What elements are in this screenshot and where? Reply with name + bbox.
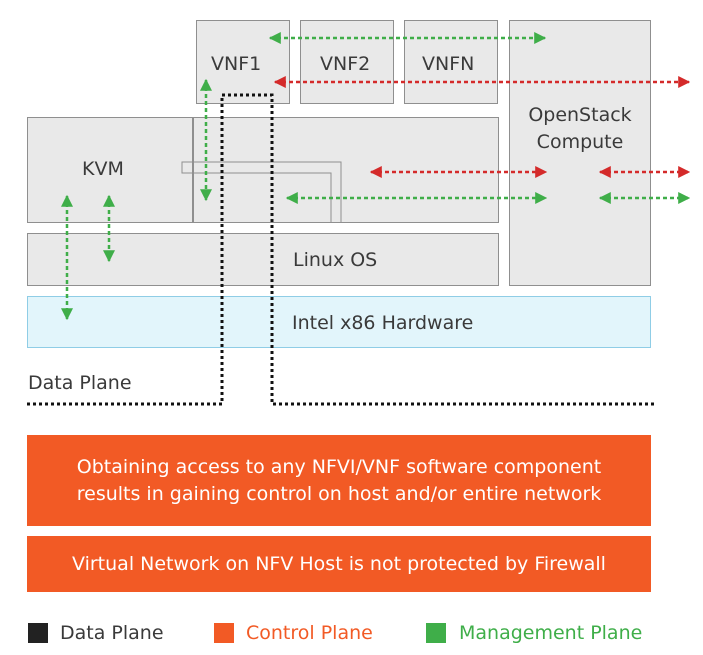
legend-label-data-plane: Data Plane	[60, 622, 164, 644]
kvm-label: KVM	[82, 158, 124, 180]
linux-os-label: Linux OS	[293, 249, 378, 271]
data-plane-path-left	[27, 93, 655, 406]
intel-hardware-box	[27, 296, 651, 348]
access-warning-banner: Obtaining access to any NFVI/VNF softwar…	[27, 435, 651, 526]
hypervisor-inner-border	[181, 117, 332, 223]
vswitch-inner-border	[193, 161, 342, 223]
legend-swatch-control-plane	[214, 623, 234, 643]
compute-label: Compute	[536, 131, 624, 153]
openstack-compute-box	[509, 20, 651, 286]
access-warning-line1: Obtaining access to any NFVI/VNF softwar…	[76, 455, 602, 478]
openstack-label: OpenStack	[528, 104, 632, 126]
legend-swatch-data-plane	[28, 623, 48, 643]
data-plane-label: Data Plane	[28, 372, 132, 394]
vnf2-label: VNF2	[320, 53, 371, 75]
access-warning-line2: results in gaining control on host and/o…	[76, 482, 602, 505]
legend-swatch-management-plane	[426, 623, 446, 643]
vnfn-label: VNFN	[422, 53, 475, 75]
legend-label-control-plane: Control Plane	[246, 622, 373, 644]
intel-hardware-label: Intel x86 Hardware	[292, 312, 474, 334]
legend-label-management-plane: Management Plane	[459, 622, 643, 644]
firewall-warning-banner: Virtual Network on NFV Host is not prote…	[27, 536, 651, 592]
firewall-warning-text: Virtual Network on NFV Host is not prote…	[72, 552, 606, 575]
vnf1-label: VNF1	[211, 53, 262, 75]
